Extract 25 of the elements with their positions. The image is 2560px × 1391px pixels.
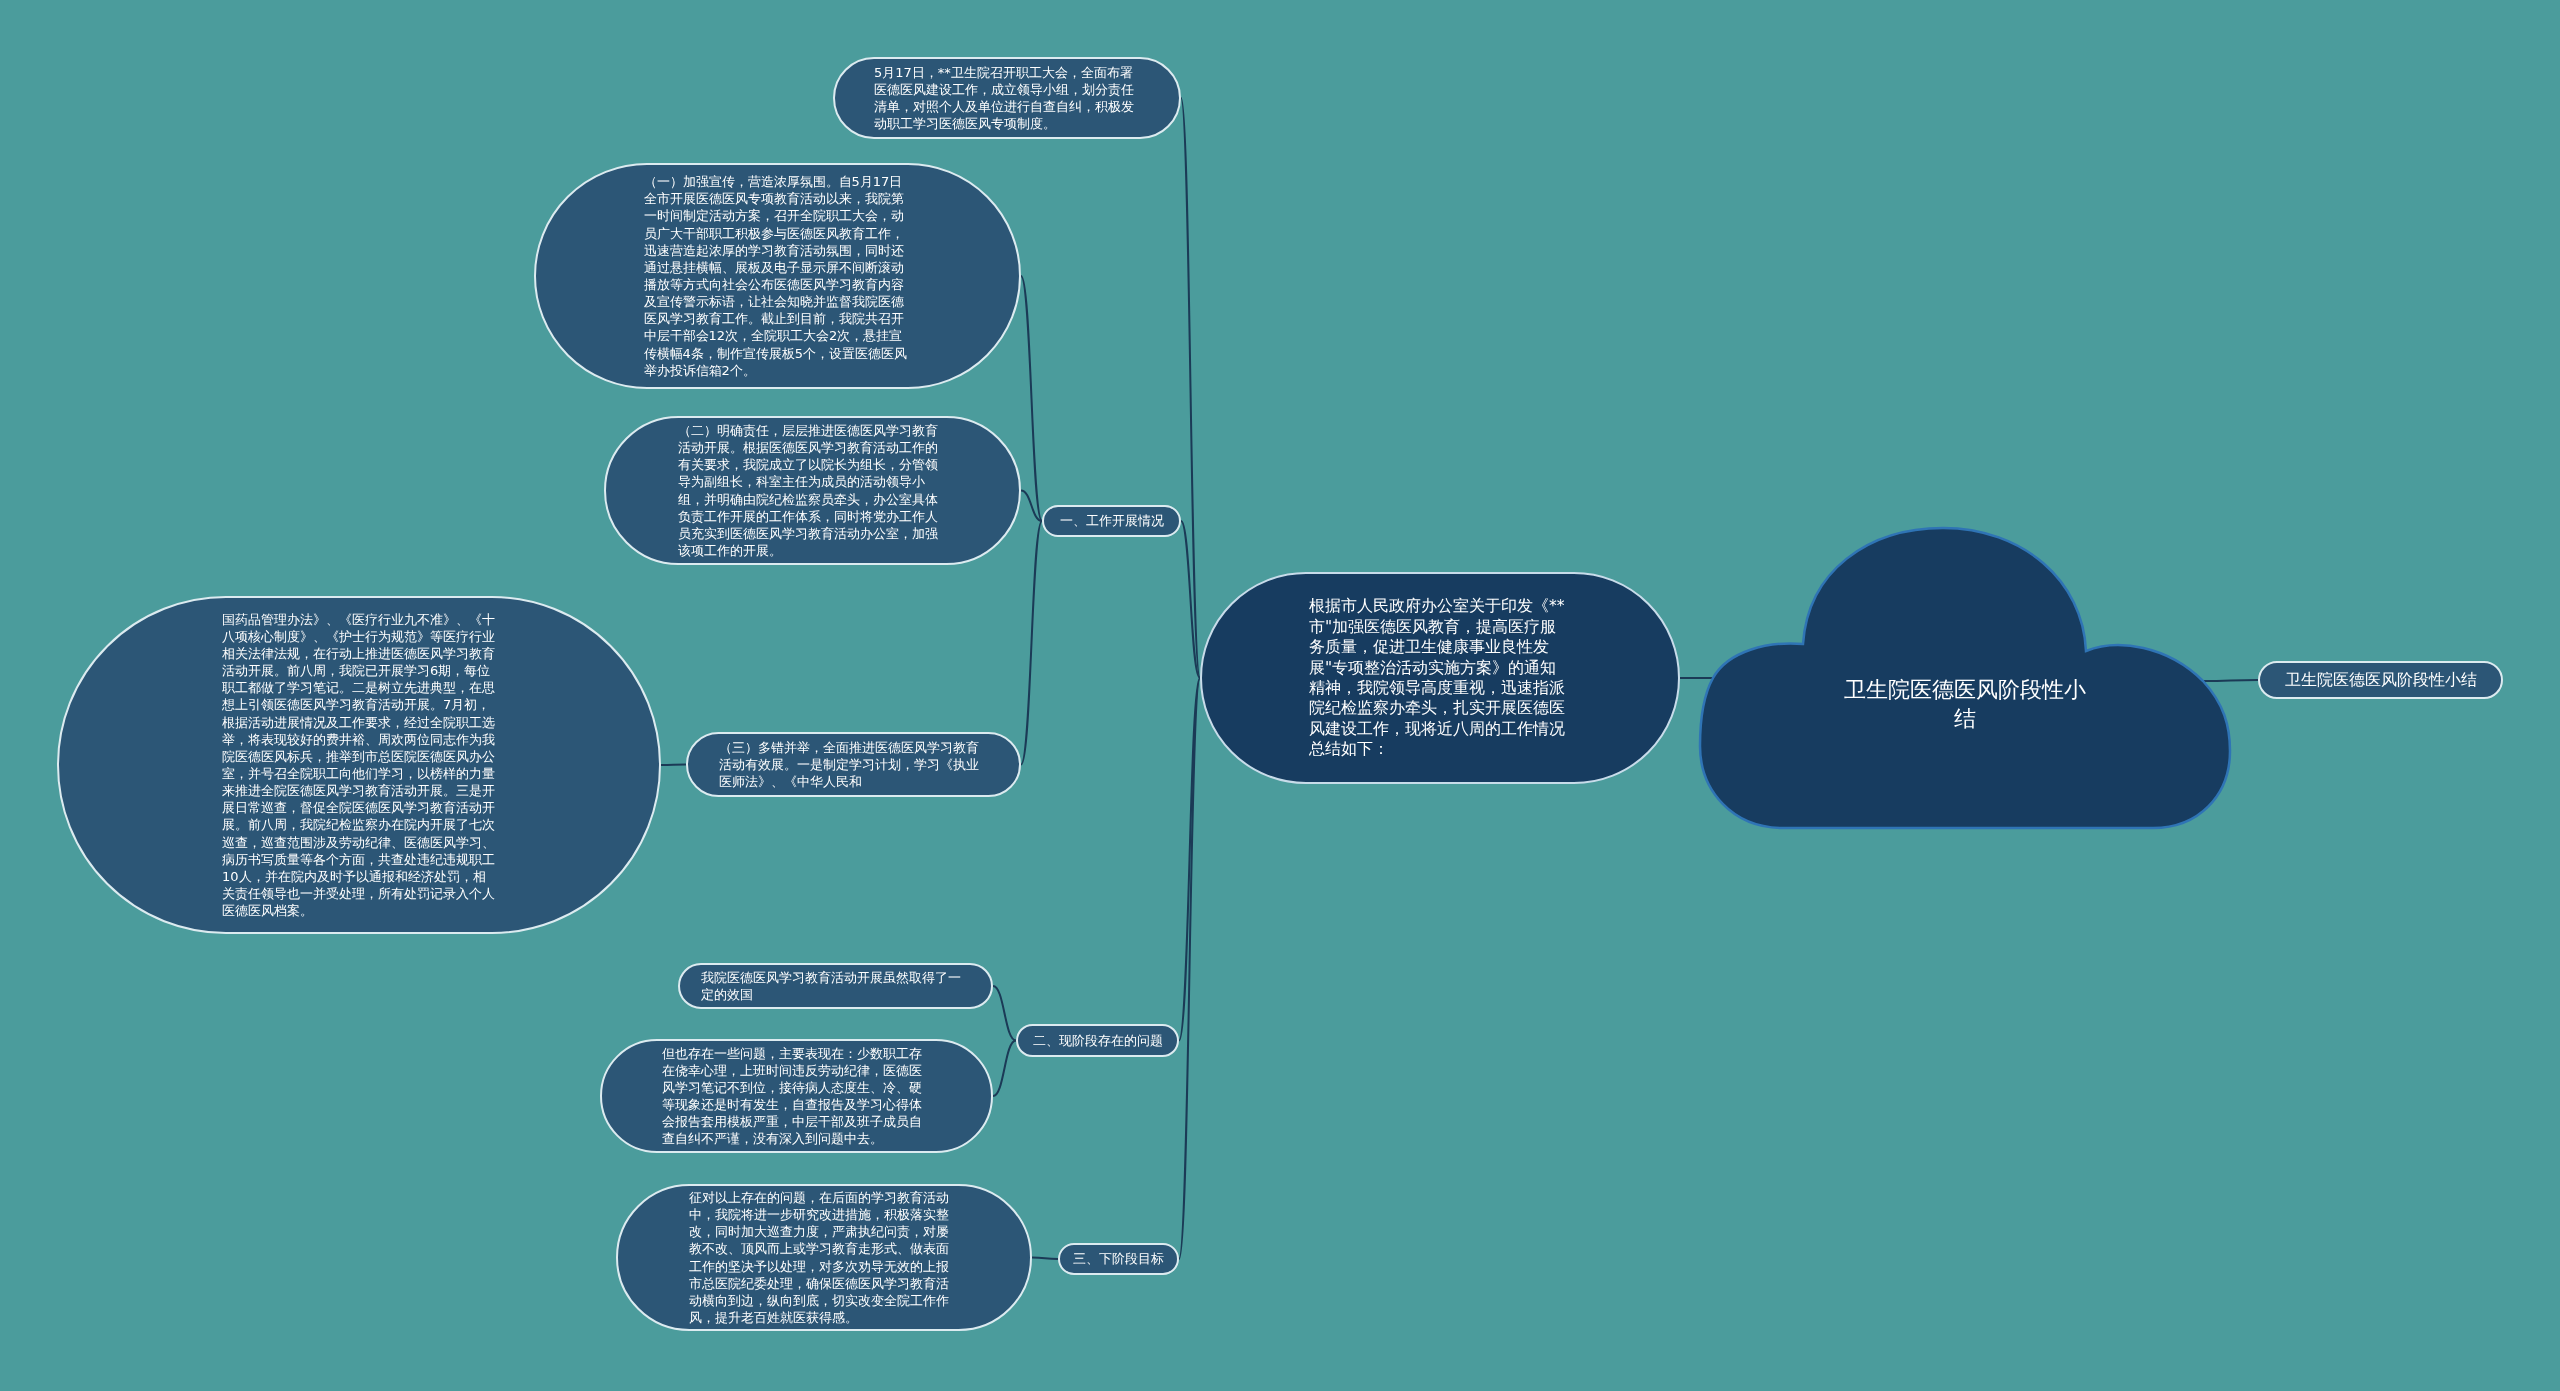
topic-bubble: 国药品管理办法》、《医疗行业九不准》、《十八项核心制度》、《护士行为规范》等医疗行业相关法律法规，在行动上推进医德医风学习教育活动开展。前八周，我院已开展学习6期，每位职工都做了学习笔记。二是树立先进典型，在思想上引领医德医风学习教育活动开展。7月初，根据活动进展情况及工作要求，经过全院职工选举，将表现较好的费井裕、周欢两位同志作为我院医德医风标兵，推举到市总医院医德医风办公室，并号召全院职工向他们学习，以榜样的力量来推进全院医德医风学习教育活动开展。三是开展日常巡查，督促全院医德医风学习教育活动开展。前八周，我院纪检监察办在院内开展了七次巡查，巡查范围涉及劳动纪律、医德医风学习、病历书写质量等各个方面，共查处违纪违规职工10人，并在院内及时予以通报和经济处罚，相关责任领导也一并受处理，所有处罚记录入个人医德医风档案。 xyxy=(57,596,661,934)
connector-line xyxy=(660,763,687,766)
branch-label: 一、工作开展情况 xyxy=(1042,505,1181,537)
connector-line xyxy=(1020,489,1043,522)
topic-bubble: （二）明确责任，层层推进医德医风学习教育活动开展。根据医德医风学习教育活动工作的有关要求，我院成立了以院长为组长，分管领导为副组长，科室主任为成员的活动领导小组，并明确由院纪检监察员牵头，办公室具体负责工作开展的工作体系，同时将党办工作人员充实到医德医风学习教育活动办公室，加强该项工作的开展。 xyxy=(604,416,1021,565)
title-text: 卫生院医德医风阶段性小结 xyxy=(1843,676,2087,733)
topic-bubble: 5月17日，**卫生院召开职工大会，全面布署医德医风建设工作，成立领导小组，划分责任清单，对照个人及单位进行自查自纠，积极发动职工学习医德医风专项制度。 xyxy=(833,57,1181,139)
connector-line xyxy=(992,1039,1017,1097)
summary-bubble: 根据市人民政府办公室关于印发《**市"加强医德医风教育，提高医疗服务质量，促进卫生健康事业良性发展"专项整治活动实施方案》的通知精神，我院领导高度重视，迅速指派院纪检监察办牵头，扎实开展医德医风建设工作，现将近八周的工作情况总结如下： xyxy=(1200,572,1680,784)
topic-bubble: 但也存在一些问题，主要表现在：少数职工存在侥幸心理，上班时间违反劳动纪律，医德医风学习笔记不到位，接待病人态度生、冷、硬等现象还是时有发生，自查报告及学习心得体会报告套用模板严重，中层干部及班子成员自查自纠不严谨，没有深入到问题中去。 xyxy=(600,1039,993,1153)
connector-line xyxy=(1679,677,1714,679)
connector-line xyxy=(1031,1256,1059,1260)
topic-bubble: （一）加强宣传，营造浓厚氛围。自5月17日全市开展医德医风专项教育活动以来，我院第一时间制定活动方案，召开全院职工大会，动员广大干部职工积极参与医德医风教育工作，迅速营造起浓厚的学习教育活动氛围，同时还通过悬挂横幅、展板及电子显示屏不间断滚动播放等方式向社会公布医德医风学习教育内容及宣传警示标语，让社会知晓并监督我院医德医风学习教育工作。截止到目前，我院共召开中层干部会12次，全院职工大会2次，悬挂宣传横幅4条，制作宣传展板5个，设置医德医风举办投诉信箱2个。 xyxy=(534,163,1021,389)
branch-label: 二、现阶段存在的问题 xyxy=(1016,1024,1179,1057)
connector-line xyxy=(1178,677,1201,1260)
connector-line xyxy=(1020,275,1043,522)
connector-line xyxy=(992,985,1017,1042)
connector-line xyxy=(1180,520,1201,679)
connector-line xyxy=(1178,677,1201,1042)
topic-bubble: 征对以上存在的问题，在后面的学习教育活动中，我院将进一步研究改进措施，积极落实整改，同时加大巡查力度，严肃执纪问责，对屡教不改、顶风而上或学习教育走形式、做表面工作的坚决予以处理，对多次劝导无效的上报市总医院纪委处理，确保医德医风学习教育活动横向到边，纵向到底，切实改变全院工作作风，提升老百姓就医获得感。 xyxy=(616,1184,1032,1331)
topic-bubble: （三）多错并举，全面推进医德医风学习教育活动有效展。一是制定学习计划，学习《执业医师法》、《中华人民和 xyxy=(686,732,1021,797)
topic-bubble: 我院医德医风学习教育活动开展虽然取得了一定的效国 xyxy=(678,963,993,1009)
connector-line xyxy=(1020,520,1043,766)
branch-label: 卫生院医德医风阶段性小结 xyxy=(2258,661,2503,699)
branch-label: 三、下阶段目标 xyxy=(1058,1243,1179,1275)
